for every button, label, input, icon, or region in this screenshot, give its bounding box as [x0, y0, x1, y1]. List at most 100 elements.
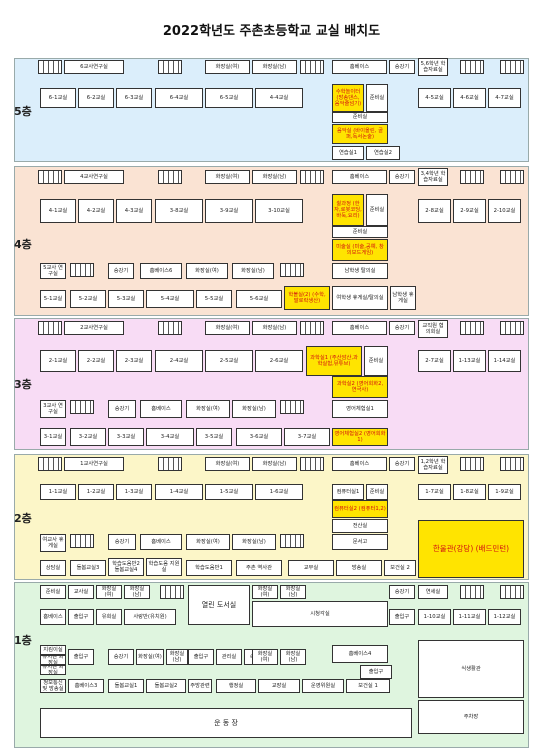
room-f3-30: 3-7교실	[284, 428, 330, 446]
room-f3-5: 교직원 협의회실	[418, 320, 448, 338]
floor-label-f2: 2층	[14, 512, 32, 525]
room-f1-41: 보건실 1	[346, 679, 390, 693]
room-f2-12: 컴퓨터실1	[332, 484, 364, 500]
room-f1-14: 출입구	[389, 609, 415, 625]
stairs-icon	[38, 170, 62, 184]
room-f2-7: 1-2교실	[78, 484, 114, 500]
room-f3-15: 1-13교실	[453, 350, 486, 372]
stairs-icon	[460, 585, 484, 599]
stairs-icon	[158, 457, 182, 471]
room-f1-25: 출입구	[188, 649, 214, 665]
room-f3-16: 1-14교실	[488, 350, 521, 372]
stairs-icon	[158, 170, 182, 184]
room-f2-31: 교무실	[288, 560, 334, 576]
room-f1-35: 돌봄교실1	[108, 679, 144, 693]
room-f4-24: 남학생 탈의실	[332, 263, 388, 279]
room-f2-28: 학습도움 지원실	[146, 558, 182, 576]
room-f2-14: 1-7교실	[418, 484, 451, 500]
stairs-icon	[460, 60, 484, 74]
room-f3-19: 승강기	[108, 400, 136, 418]
room-f1-15: 1-10교실	[418, 609, 451, 625]
room-f2-2: 화장실(남)	[252, 457, 297, 471]
room-f3-27: 3-4교실	[146, 428, 194, 446]
room-f4-20: 승강기	[108, 263, 134, 279]
room-f1-24: 화장실(남)	[166, 649, 188, 665]
stairs-icon	[460, 457, 484, 471]
room-f2-24: 문서고	[332, 534, 388, 550]
room-f5-9: 6-4교실	[155, 88, 203, 108]
room-f1-8: 연세실	[418, 585, 448, 599]
room-f4-7: 4-2교실	[78, 199, 114, 223]
room-f3-26: 3-3교실	[108, 428, 144, 446]
room-f1-16: 1-11교실	[453, 609, 486, 625]
room-f4-3: 홈베이스	[332, 170, 387, 184]
room-f4-19: 5교사 연구실	[40, 263, 66, 279]
room-f2-23: 화장실(남)	[232, 534, 276, 550]
room-f1-11: 유희실	[96, 609, 122, 625]
room-f4-16: 2-10교실	[488, 199, 521, 223]
floor-label-f3: 3층	[14, 378, 32, 391]
room-f3-0: 2교사연구실	[64, 321, 124, 335]
room-f2-20: 승강기	[108, 534, 136, 550]
room-f3-10: 2-5교실	[205, 350, 253, 372]
room-f2-5: 1,2학년 학습자료실	[418, 456, 448, 474]
room-f1-33: 정보통신 및 방송실	[40, 679, 66, 693]
stairs-icon	[500, 170, 524, 184]
room-f4-32: 여학생 휴게실/탈의실	[332, 286, 388, 310]
room-f1-13: 시청각실	[252, 601, 388, 627]
stairs-icon	[70, 263, 94, 277]
room-f5-18: 음악실 (바이올린, 골퍼,독서논술)	[332, 124, 388, 144]
stairs-icon	[500, 585, 524, 599]
room-f3-21: 화장실(여)	[186, 400, 230, 418]
room-f1-20: 유치원 화장실	[40, 665, 66, 675]
room-f2-15: 1-8교실	[453, 484, 486, 500]
room-f1-38: 행정실	[216, 679, 256, 693]
stairs-icon	[38, 60, 62, 74]
stairs-icon	[460, 170, 484, 184]
room-f3-29: 3-6교실	[236, 428, 282, 446]
room-f3-8: 2-3교실	[116, 350, 152, 372]
room-f4-30: 5-6교실	[236, 290, 282, 308]
room-f2-21: 홈베이스	[140, 534, 182, 550]
room-f2-13: 준비실	[366, 484, 388, 500]
stairs-icon	[500, 321, 524, 335]
room-f3-4: 승강기	[389, 321, 415, 335]
room-f1-12: 사랑반(유치원)	[124, 609, 176, 625]
floor-label-f5: 5층	[14, 105, 32, 118]
room-f1-32: 식생활관	[418, 640, 524, 698]
room-f1-43: 운 동 장	[40, 708, 412, 738]
room-f1-5: 화장실(여)	[252, 585, 278, 599]
room-f2-0: 1교사연구실	[64, 457, 124, 471]
room-f3-6: 2-1교실	[40, 350, 76, 372]
room-f4-22: 화장실(여)	[186, 263, 228, 279]
room-f4-21: 홈베이스6	[140, 263, 182, 279]
room-f2-11: 1-6교실	[255, 484, 303, 500]
room-f1-34: 홈베이스3	[68, 679, 104, 693]
room-f4-1: 화장실(여)	[205, 170, 250, 184]
room-f3-12: 과학실1 (주산암산,과학실험,뮤튜브)	[306, 346, 362, 376]
stairs-icon	[460, 321, 484, 335]
room-f1-2: 화장실(여)	[96, 585, 122, 599]
stairs-icon	[158, 321, 182, 335]
room-f1-36: 돌봄교실2	[146, 679, 186, 693]
stairs-icon	[70, 534, 94, 548]
room-f1-1: 교사실	[68, 585, 94, 599]
room-f2-33: 보건실 2	[384, 560, 416, 576]
room-f4-25: 5-1교실	[40, 290, 66, 308]
room-f3-20: 홈베이스	[140, 400, 182, 418]
room-f2-6: 1-1교실	[40, 484, 76, 500]
room-f4-26: 5-2교실	[70, 290, 106, 308]
stairs-icon	[500, 60, 524, 74]
room-f1-21: 출입구	[68, 649, 94, 665]
room-f1-17: 1-12교실	[488, 609, 521, 625]
room-f1-31: 출입구	[360, 665, 392, 679]
room-f4-28: 5-4교실	[146, 290, 194, 308]
room-f4-6: 4-1교실	[40, 199, 76, 223]
room-f4-33: 남학생 휴게실	[390, 286, 416, 310]
stairs-icon	[300, 321, 324, 335]
floor-label-f1: 1층	[14, 634, 32, 647]
room-f2-32: 방송실	[336, 560, 382, 576]
room-f3-14: 2-7교실	[418, 350, 451, 372]
room-f3-22: 화장실(남)	[232, 400, 276, 418]
room-f3-31: 영어체험실2 (영어회화1)	[332, 428, 388, 446]
